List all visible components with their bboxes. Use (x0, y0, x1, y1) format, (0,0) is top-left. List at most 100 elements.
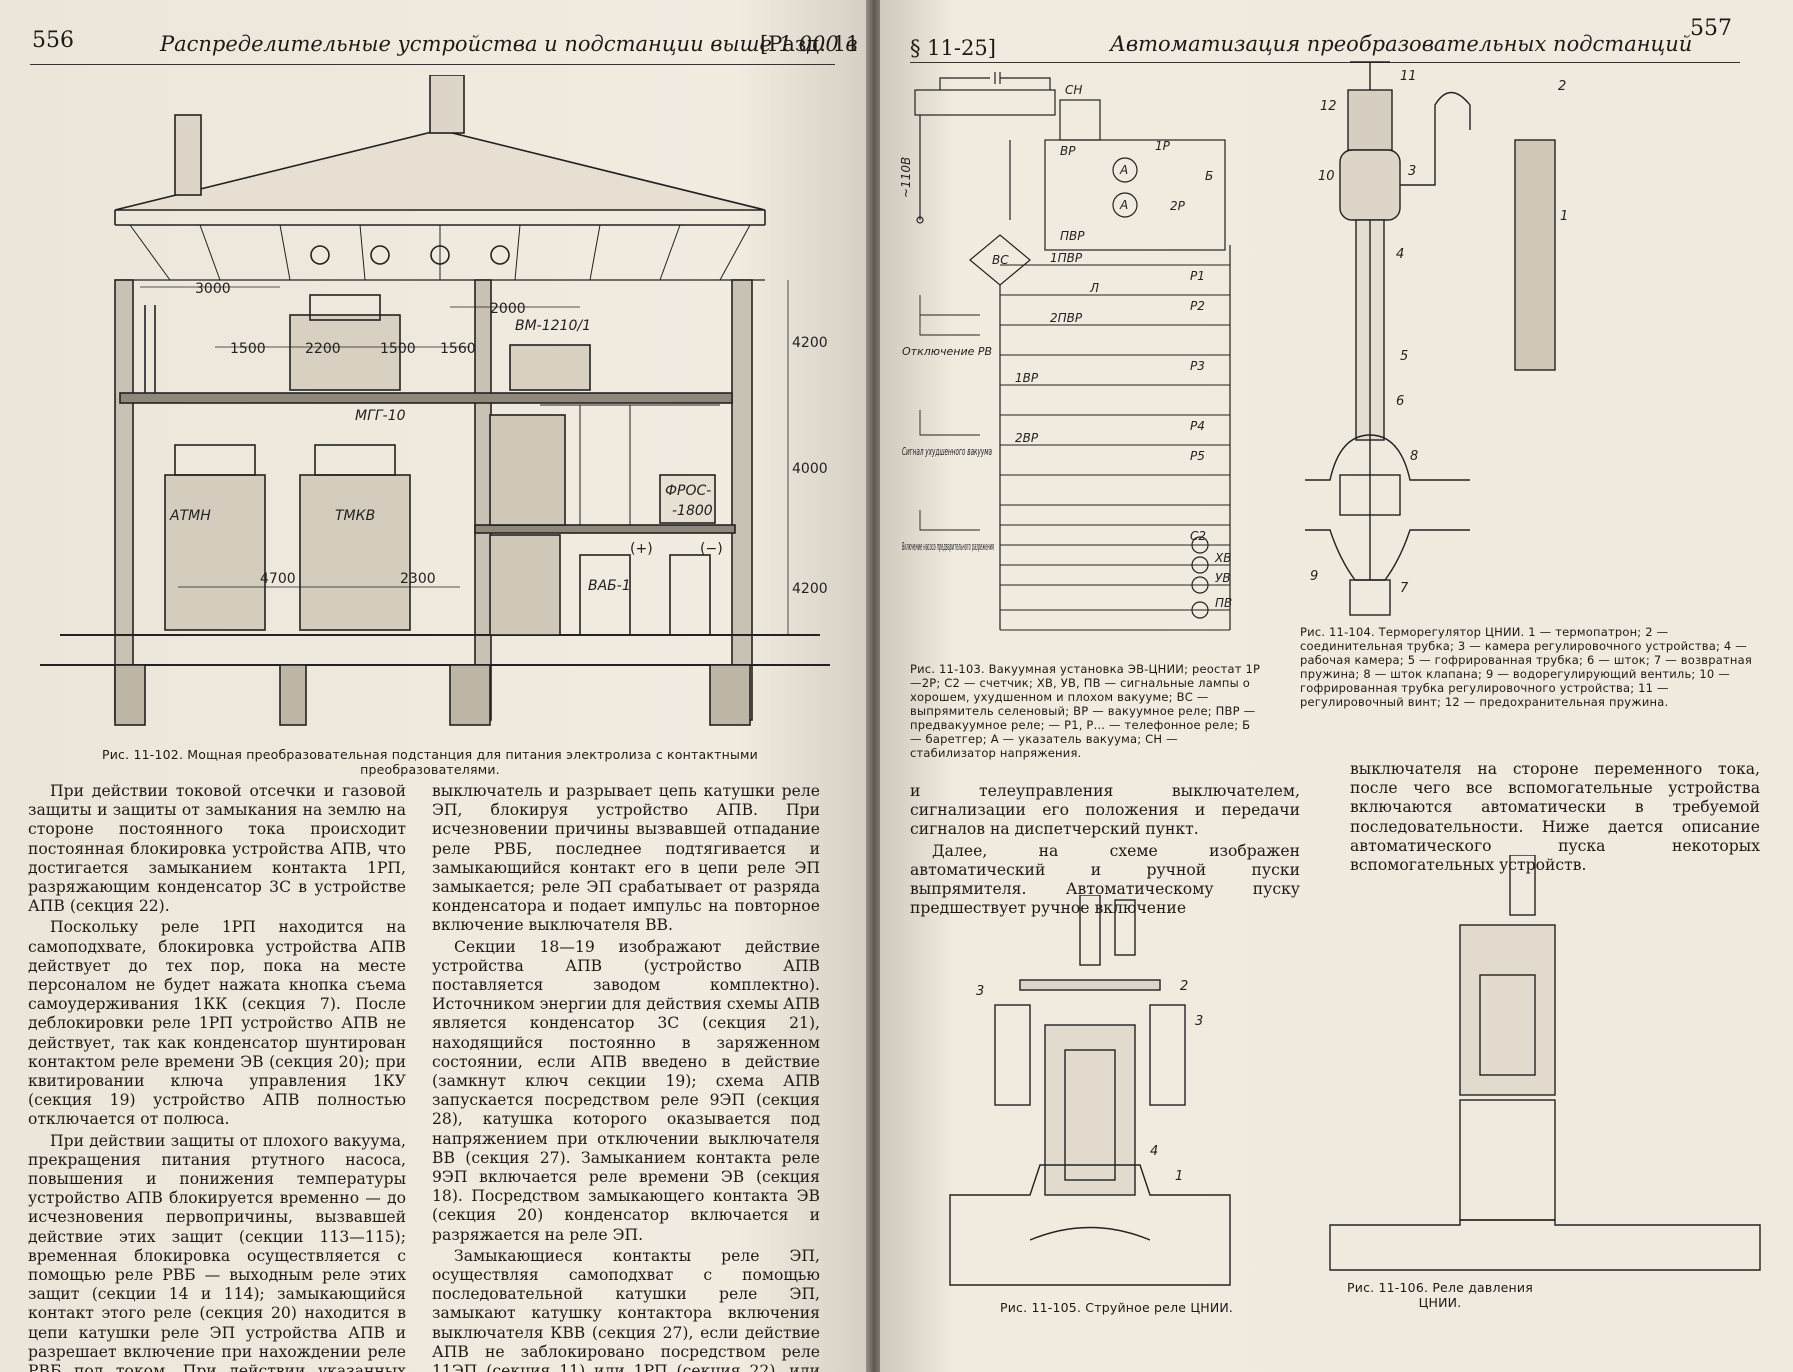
pressure-relay-drawing (1329, 855, 1761, 1271)
sch-p2: P2 (1190, 299, 1205, 313)
running-head-left: Распределительные устройства и подстанци… (160, 32, 858, 56)
fig104-num-3: 3 (1408, 164, 1416, 179)
sch-l: Л (1089, 281, 1099, 295)
head-rule-right (910, 62, 1740, 63)
head-rule-left (30, 64, 835, 65)
sch-c2: С2 (1190, 529, 1206, 543)
dim-2300: 2300 (400, 571, 436, 587)
fig104-num-11: 11 (1400, 69, 1417, 84)
left-col1-para-3: При действии защиты от плохого вакуума, … (28, 1131, 406, 1372)
dim-4700: 4700 (260, 571, 296, 587)
sch-b: Б (1205, 169, 1213, 183)
sch-1vr: 1ВР (1015, 371, 1039, 385)
dim-1500a: 1500 (230, 341, 266, 357)
left-column-1: При действии токовой отсечки и газовой з… (28, 782, 406, 1372)
sch-2pvr: 2ПВР (1050, 311, 1083, 325)
figure-11-106 (1310, 855, 1770, 1275)
right-col1-para-2: Далее, на схеме изображен автоматический… (910, 841, 1300, 918)
fig104-num-1: 1 (1560, 209, 1568, 224)
sch-pvr: ПВР (1060, 229, 1085, 243)
fig104-num-5: 5 (1400, 349, 1408, 364)
page-number-right: 557 (1690, 16, 1732, 41)
label-fros-2: -1800 (672, 503, 713, 519)
sch-p5: P5 (1190, 449, 1205, 463)
label-vab: ВАБ-1 (588, 578, 631, 594)
fig105-num-2: 2 (1180, 979, 1188, 994)
figure-11-104: 11 2 12 3 10 1 4 5 6 8 9 7 (1300, 60, 1780, 620)
figure-11-103: СН ~110В ВР ПВР 1Р 2Р Б А А ВС 1ПВР 2ПВР… (900, 70, 1300, 660)
left-col1-para-2: Поскольку реле 1РП находится на самоподх… (28, 918, 406, 1129)
sch-pv: ПВ (1215, 596, 1232, 610)
fig104-num-2: 2 (1558, 79, 1566, 94)
label-plus: (+) (630, 541, 653, 557)
figure-11-103-caption: Рис. 11-103. Вакуумная установка ЭВ-ЦНИИ… (910, 662, 1261, 760)
dim-2000: 2000 (490, 301, 526, 317)
sch-110v: ~110В (900, 157, 913, 198)
label-fros: ФРОС- (665, 483, 711, 499)
sch-side-2: Сигнал ухудшенного вакуума (902, 445, 992, 458)
dim-3000: 3000 (195, 281, 231, 297)
sch-vs: ВС (992, 253, 1009, 267)
jet-relay-drawing: 3 2 3 4 1 (949, 895, 1231, 1286)
fig104-num-6: 6 (1396, 394, 1404, 409)
left-col2-para-1: выключатель и разрывает цепь катушки рел… (432, 782, 820, 935)
fig104-num-10: 10 (1318, 169, 1335, 184)
substation-section-drawing: 3000 2000 1500 2200 1500 1560 4200 4000 … (40, 75, 830, 726)
dim-4200a: 4200 (792, 335, 828, 351)
fig104-num-9: 9 (1310, 569, 1318, 584)
figure-11-102-caption: Рис. 11-102. Мощная преобразовательная п… (101, 747, 759, 777)
left-column-2: выключатель и разрывает цепь катушки рел… (432, 782, 820, 1372)
sch-1r: 1Р (1155, 139, 1171, 153)
left-col1-para-1: При действии токовой отсечки и газовой з… (28, 782, 406, 916)
right-column-2: выключателя на стороне переменного тока,… (1350, 760, 1760, 877)
sch-2r: 2Р (1170, 199, 1186, 213)
sch-1pvr: 1ПВР (1050, 251, 1083, 265)
sch-2vr: 2ВР (1015, 431, 1039, 445)
right-col1-para-1: и телеуправления выключателем, сигнализа… (910, 782, 1300, 839)
dim-2200: 2200 (305, 341, 341, 357)
thermoregulator-drawing: 11 2 12 3 10 1 4 5 6 8 9 7 (1305, 61, 1568, 616)
book-gutter (866, 0, 882, 1372)
sch-side-1: Отключение РВ (902, 345, 992, 358)
page-number-left: 556 (32, 28, 74, 53)
sch-uv: УВ (1215, 571, 1231, 585)
section-ref-left: [Разд. 11 (760, 32, 860, 56)
section-ref-right: § 11-25] (910, 36, 996, 60)
figure-11-102: 3000 2000 1500 2200 1500 1560 4200 4000 … (20, 75, 850, 740)
label-atmn: АТМН (169, 508, 211, 524)
label-mgg: МГГ-10 (355, 408, 406, 424)
figure-11-106-caption: Рис. 11-106. Реле давления ЦНИИ. (1347, 1280, 1533, 1310)
sch-side-3: Включение насоса предварительного разреж… (902, 540, 994, 553)
dim-4000: 4000 (792, 461, 828, 477)
right-page: § 11-25] Автоматизация преобразовательны… (880, 0, 1793, 1372)
sch-sn: СН (1065, 83, 1082, 97)
sch-a1: А (1119, 163, 1128, 177)
sch-a2: А (1119, 198, 1128, 212)
fig104-num-7: 7 (1400, 581, 1409, 596)
fig105-num-4: 4 (1150, 1144, 1158, 1159)
figure-11-105-caption: Рис. 11-105. Струйное реле ЦНИИ. (1000, 1300, 1234, 1315)
fig104-num-8: 8 (1410, 449, 1418, 464)
sch-xv: ХВ (1214, 551, 1231, 565)
dim-1560: 1560 (440, 341, 476, 357)
fig104-num-12: 12 (1320, 99, 1337, 114)
label-tmkv: ТМКВ (335, 508, 375, 524)
right-column-1: и телеуправления выключателем, сигнализа… (910, 782, 1300, 920)
left-col2-para-2: Секции 18—19 изображают действие устройс… (432, 937, 820, 1244)
sch-p4: P4 (1190, 419, 1205, 433)
right-col2-para-1: выключателя на стороне переменного тока,… (1350, 760, 1760, 875)
sch-vr: ВР (1060, 144, 1076, 158)
figure-11-104-caption: Рис. 11-104. Терморегулятор ЦНИИ. 1 — те… (1300, 625, 1752, 709)
left-page: 556 Распределительные устройства и подст… (0, 0, 868, 1372)
fig104-num-4: 4 (1396, 247, 1404, 262)
vacuum-installation-schematic: СН ~110В ВР ПВР 1Р 2Р Б А А ВС 1ПВР 2ПВР… (900, 72, 1232, 631)
label-minus: (−) (700, 541, 723, 557)
sch-p3: P3 (1190, 359, 1205, 373)
dim-4200b: 4200 (792, 581, 828, 597)
running-head-right: Автоматизация преобразовательных подстан… (1110, 32, 1693, 56)
fig105-num-1: 1 (1175, 1169, 1183, 1184)
fig105-num-3a: 3 (976, 984, 984, 999)
label-vm: ВМ-1210/1 (515, 318, 591, 334)
left-col2-para-3: Замыкающиеся контакты реле ЭП, осуществл… (432, 1246, 820, 1372)
figure-11-105: 3 2 3 4 1 (940, 895, 1280, 1295)
